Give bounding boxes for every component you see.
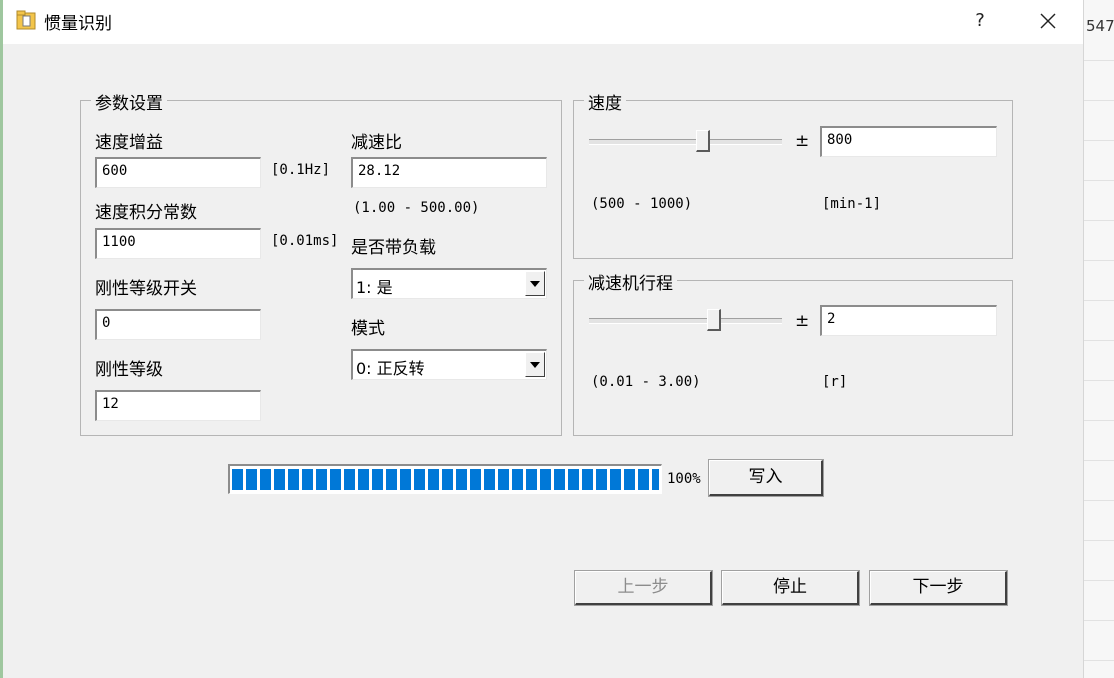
chevron-down-icon[interactable] [525,352,545,377]
speed-group [573,100,1013,259]
rigidity-switch-input[interactable]: 0 [95,309,261,340]
mode-label: 模式 [351,319,385,339]
close-button[interactable] [1034,7,1062,35]
speed-gain-input[interactable]: 600 [95,157,261,188]
reducer-stroke-plus-minus: ± [795,311,810,331]
window-title: 惯量识别 [44,14,112,34]
speed-gain-unit: [0.1Hz] [271,162,331,178]
background-app-right-panel [1083,0,1114,678]
close-icon [1040,13,1056,29]
speed-slider-handle[interactable] [696,130,711,152]
reduction-ratio-input[interactable]: 28.12 [351,157,547,188]
next-step-button[interactable]: 下一步 [869,570,1008,606]
load-select-value: 1: 是 [356,278,393,297]
prev-step-button[interactable]: 上一步 [574,570,713,606]
speed-integral-label: 速度积分常数 [95,203,197,223]
speed-group-title: 速度 [584,89,626,114]
help-button[interactable]: ? [975,10,985,31]
write-button[interactable]: 写入 [708,459,824,497]
rigidity-level-input[interactable]: 12 [95,390,261,421]
background-app-text: 547 [1086,17,1114,35]
speed-range: (500 - 1000) [591,196,693,212]
speed-integral-input[interactable]: 1100 [95,228,261,259]
write-progress-bar [228,464,662,494]
folder-app-icon [16,10,36,30]
speed-integral-unit: [0.01ms] [271,233,339,249]
reducer-stroke-slider-handle[interactable] [707,309,722,331]
reducer-stroke-title: 减速机行程 [584,269,677,294]
speed-plus-minus: ± [795,131,810,151]
chevron-down-icon[interactable] [525,271,545,296]
reducer-stroke-input[interactable]: 2 [820,305,997,336]
reduction-ratio-range: (1.00 - 500.00) [353,200,480,216]
title-bar[interactable] [3,0,1083,44]
speed-unit: [min-1] [822,196,882,212]
load-select[interactable]: 1: 是 [351,268,547,299]
speed-gain-label: 速度增益 [95,133,163,153]
progress-percent: 100% [667,471,701,487]
rigidity-level-label: 刚性等级 [95,360,163,380]
stop-button[interactable]: 停止 [721,570,860,606]
speed-input[interactable]: 800 [820,126,997,157]
mode-select[interactable]: 0: 正反转 [351,349,547,380]
rigidity-switch-label: 刚性等级开关 [95,279,197,299]
background-app-left-edge [0,0,3,678]
load-label: 是否带负载 [351,238,436,258]
reducer-stroke-slider-track[interactable] [589,318,782,324]
reduction-ratio-label: 减速比 [351,133,402,153]
reducer-stroke-unit: [r] [822,374,848,390]
speed-slider-track[interactable] [589,139,782,145]
param-settings-title: 参数设置 [91,89,167,114]
reducer-stroke-range: (0.01 - 3.00) [591,374,701,390]
mode-select-value: 0: 正反转 [356,359,425,378]
write-progress-fill [232,469,659,490]
param-settings-group [80,100,562,436]
reducer-stroke-group [573,280,1013,436]
